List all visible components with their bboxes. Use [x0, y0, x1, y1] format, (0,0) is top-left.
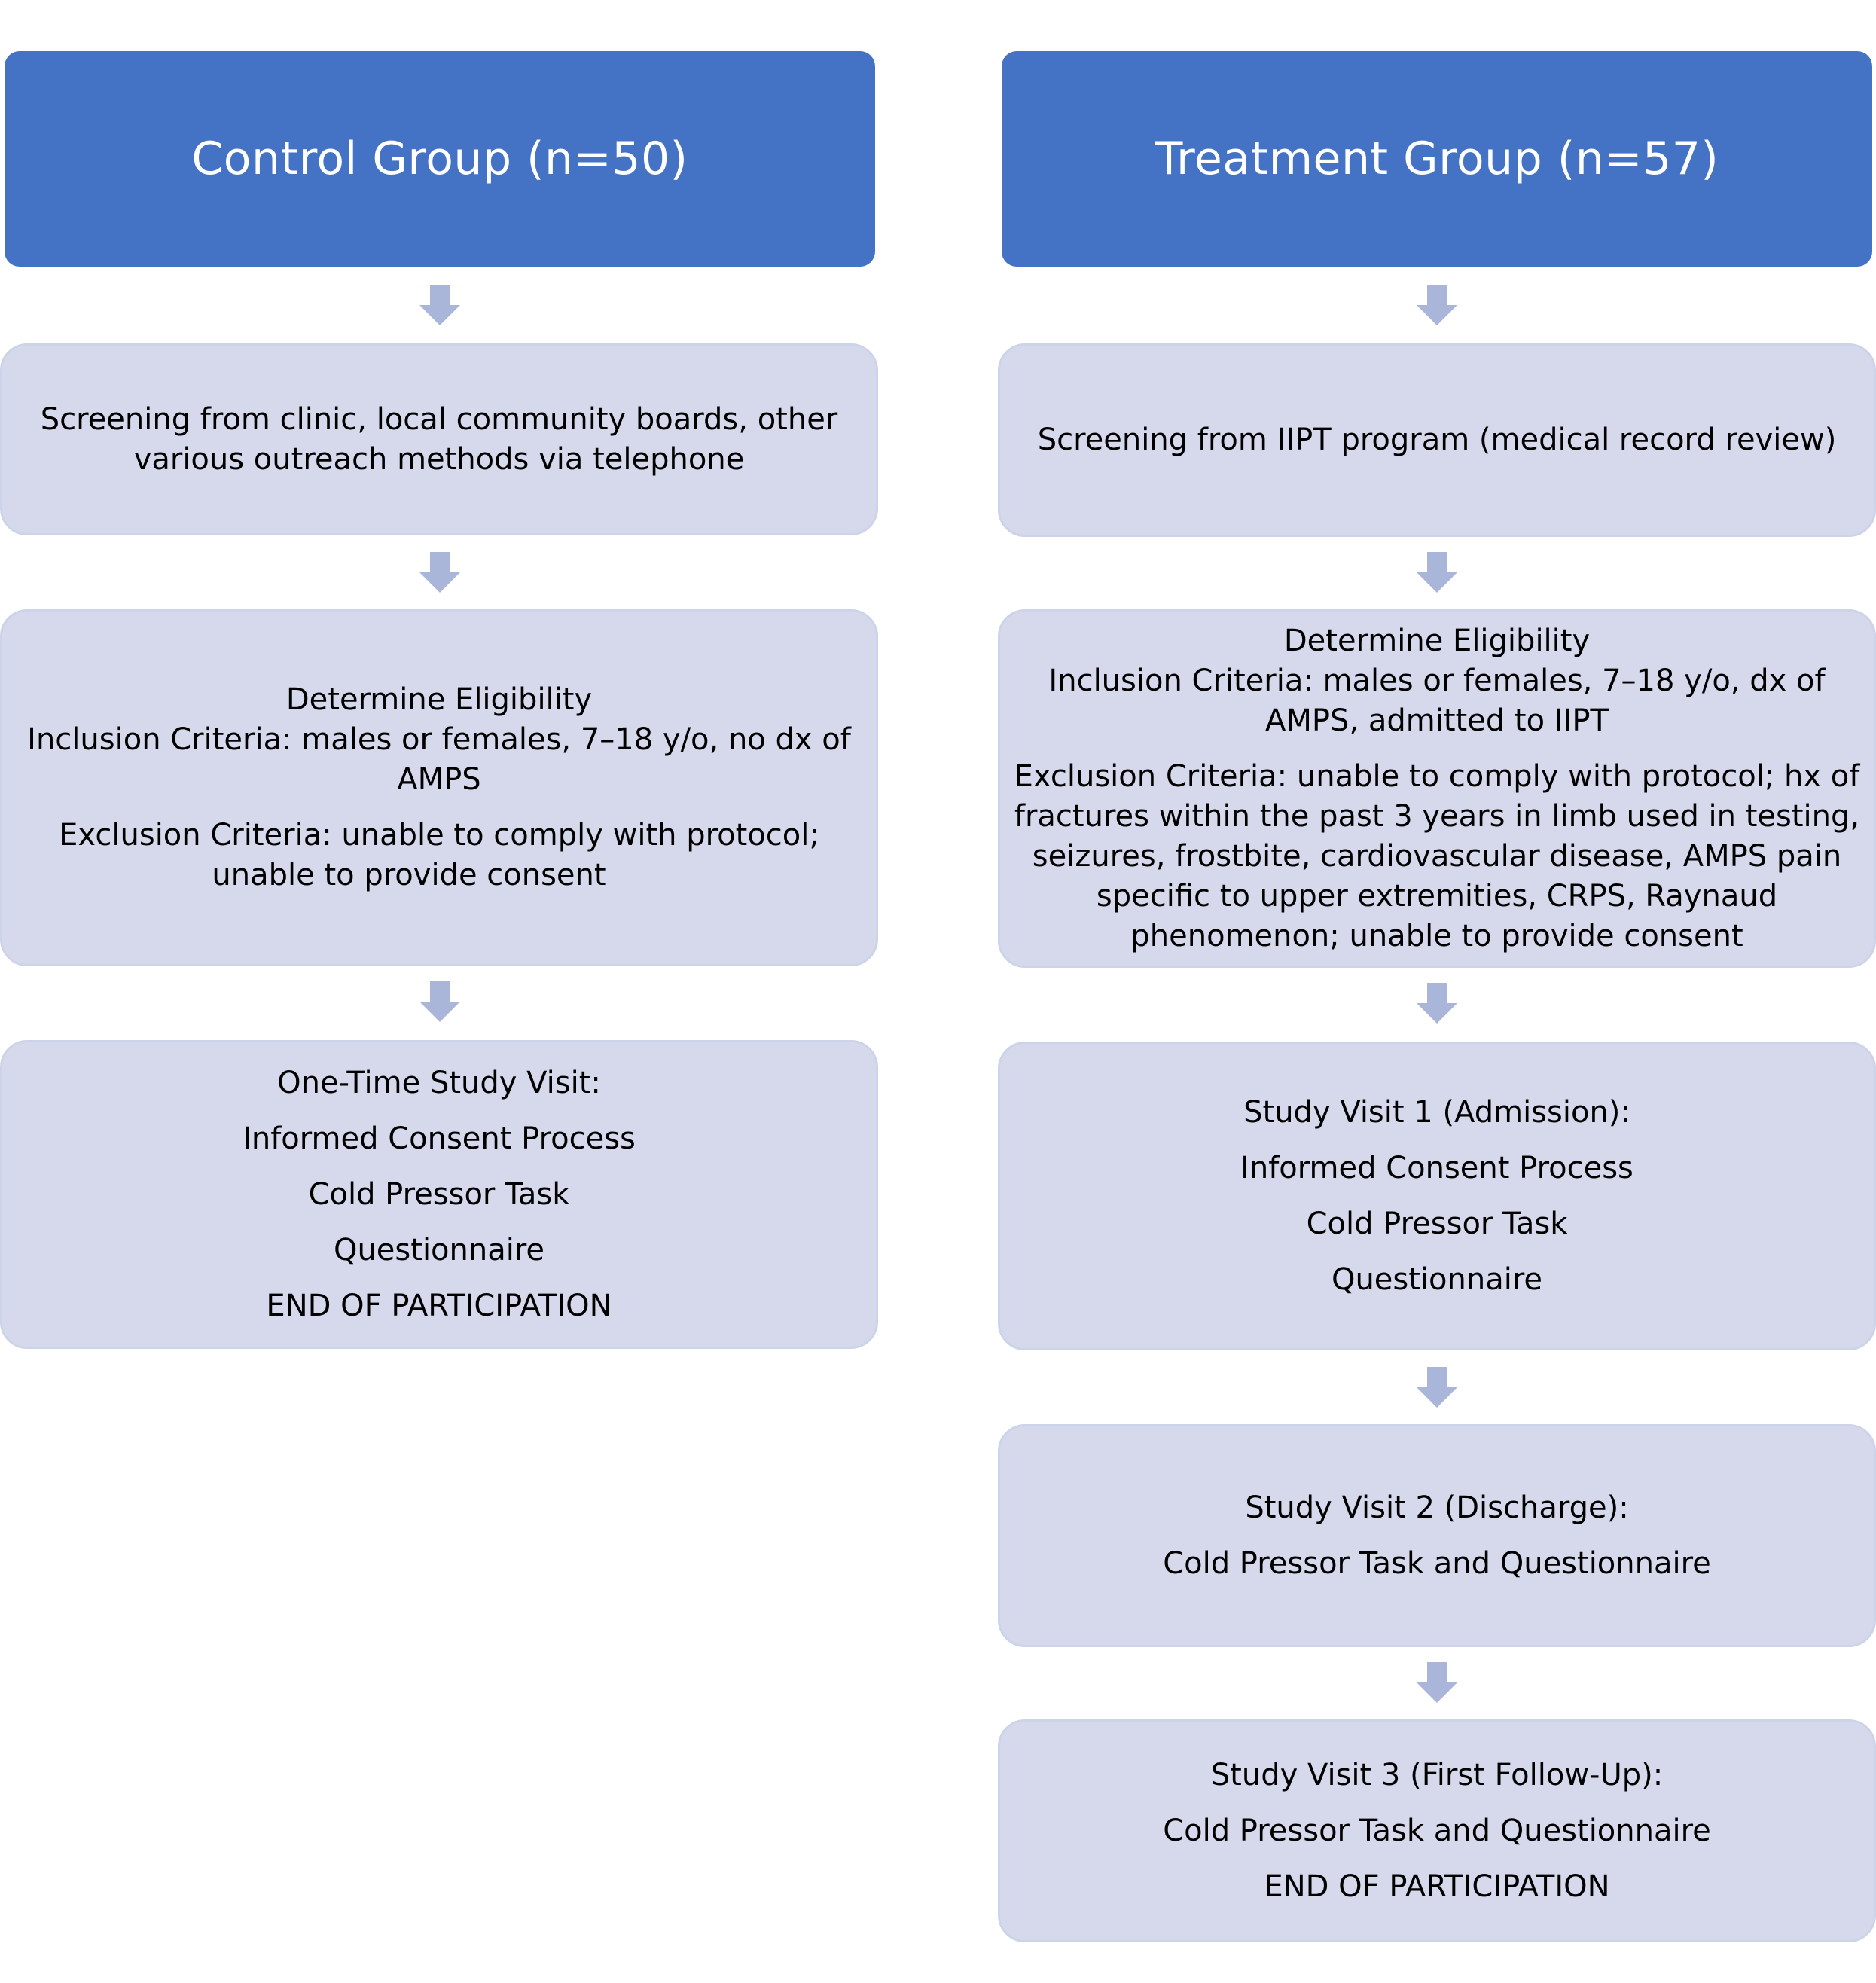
treatment-group-title: Treatment Group (n=57)	[1155, 133, 1719, 185]
control-inclusion-line: AMPS	[397, 762, 481, 797]
treatment-visit2-box: Study Visit 2 (Discharge): Cold Pressor …	[998, 1424, 1876, 1647]
treatment-exclusion-line: seizures, frostbite, cardiovascular dise…	[1032, 838, 1842, 874]
control-visit-item: Questionnaire	[333, 1232, 545, 1268]
treatment-inclusion-line: AMPS, admitted to IIPT	[1265, 703, 1609, 738]
treatment-visit3-box: Study Visit 3 (First Follow-Up): Cold Pr…	[998, 1719, 1876, 1942]
treatment-visit3-title: Study Visit 3 (First Follow-Up):	[1210, 1757, 1664, 1792]
treatment-screening-line: Screening from IIPT program (medical rec…	[1037, 423, 1837, 457]
down-arrow-icon	[1417, 1367, 1457, 1408]
control-group-header: Control Group (n=50)	[5, 51, 875, 267]
treatment-visit2-item: Cold Pressor Task and Questionnaire	[1163, 1545, 1711, 1581]
down-arrow-icon	[1417, 552, 1457, 593]
control-eligibility-title: Determine Eligibility	[285, 682, 593, 717]
treatment-exclusion-line: fractures within the past 3 years in lim…	[1014, 798, 1860, 834]
down-arrow-icon	[1417, 1662, 1457, 1703]
treatment-visit1-title: Study Visit 1 (Admission):	[1243, 1094, 1630, 1130]
treatment-group-header: Treatment Group (n=57)	[1002, 51, 1872, 267]
treatment-visit1-item: Questionnaire	[1331, 1261, 1543, 1297]
treatment-visit1-item: Cold Pressor Task	[1306, 1206, 1568, 1241]
control-screening-line: Screening from clinic, local community b…	[40, 401, 838, 437]
control-visit-title: One-Time Study Visit:	[277, 1065, 601, 1100]
control-visit-item: Cold Pressor Task	[308, 1176, 570, 1212]
treatment-visit3-item: Cold Pressor Task and Questionnaire	[1163, 1813, 1711, 1848]
treatment-eligibility-title: Determine Eligibility	[1283, 623, 1591, 658]
down-arrow-icon	[1417, 285, 1457, 325]
down-arrow-icon	[419, 285, 460, 325]
treatment-visit3-item: END OF PARTICIPATION	[1264, 1869, 1610, 1904]
control-visit-item: Informed Consent Process	[243, 1121, 636, 1156]
treatment-exclusion-line: phenomenon; unable to provide consent	[1130, 918, 1743, 953]
treatment-inclusion-line: Inclusion Criteria: males or females, 7–…	[1048, 663, 1826, 698]
treatment-visit1-box: Study Visit 1 (Admission): Informed Cons…	[998, 1042, 1876, 1350]
treatment-visit1-item: Informed Consent Process	[1240, 1150, 1633, 1185]
control-screening-line: various outreach methods via telephone	[133, 441, 745, 477]
control-exclusion-line: Exclusion Criteria: unable to comply wit…	[59, 818, 819, 853]
treatment-eligibility-box: Determine Eligibility Inclusion Criteria…	[998, 609, 1876, 968]
down-arrow-icon	[1417, 983, 1457, 1024]
treatment-visit2-title: Study Visit 2 (Discharge):	[1245, 1490, 1629, 1525]
down-arrow-icon	[419, 552, 460, 593]
control-eligibility-box: Determine Eligibility Inclusion Criteria…	[0, 609, 878, 966]
control-inclusion-line: Inclusion Criteria: males or females, 7–…	[27, 722, 851, 757]
treatment-screening-box: Screening from IIPT program (medical rec…	[998, 343, 1876, 537]
control-group-title: Control Group (n=50)	[191, 133, 688, 185]
control-visit-box: One-Time Study Visit: Informed Consent P…	[0, 1040, 878, 1349]
treatment-exclusion-line: Exclusion Criteria: unable to comply wit…	[1014, 758, 1860, 794]
control-screening-box: Screening from clinic, local community b…	[0, 343, 878, 535]
control-visit-item: END OF PARTICIPATION	[266, 1288, 612, 1323]
control-exclusion-line: unable to provide consent	[212, 858, 606, 892]
treatment-exclusion-line: specific to upper extremities, CRPS, Ray…	[1096, 878, 1778, 914]
down-arrow-icon	[419, 981, 460, 1022]
